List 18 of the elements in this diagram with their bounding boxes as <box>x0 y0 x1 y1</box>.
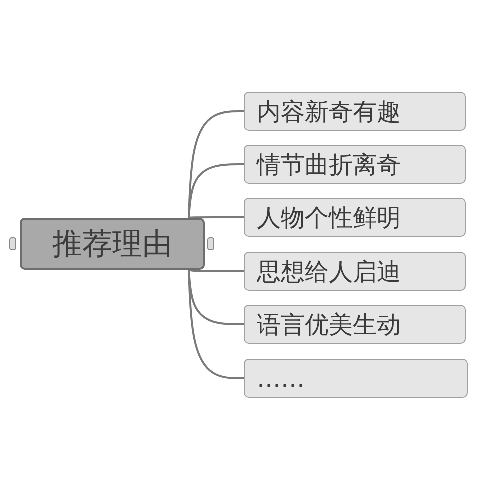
topic-box <box>244 145 466 184</box>
topic-text: 推荐理由 <box>52 226 172 264</box>
topic-text: 语言优美生动 <box>257 310 401 340</box>
topic-box <box>244 359 468 398</box>
topic-text: 思想给人启迪 <box>257 256 401 288</box>
central-topic-box <box>20 218 205 270</box>
connector-line <box>188 269 244 272</box>
topic-text: 内容新奇有趣 <box>257 96 401 128</box>
topic-box <box>244 305 466 344</box>
topic-text: 人物个性鲜明 <box>257 202 401 234</box>
topic-box <box>244 252 466 291</box>
connector-line <box>188 164 244 218</box>
topic-box <box>244 92 466 131</box>
topic-box <box>244 198 466 237</box>
connector-line <box>188 270 244 380</box>
topic-text: 情节曲折离奇 <box>257 150 401 180</box>
topic-text: …… <box>257 364 305 392</box>
connector-line <box>188 216 244 219</box>
